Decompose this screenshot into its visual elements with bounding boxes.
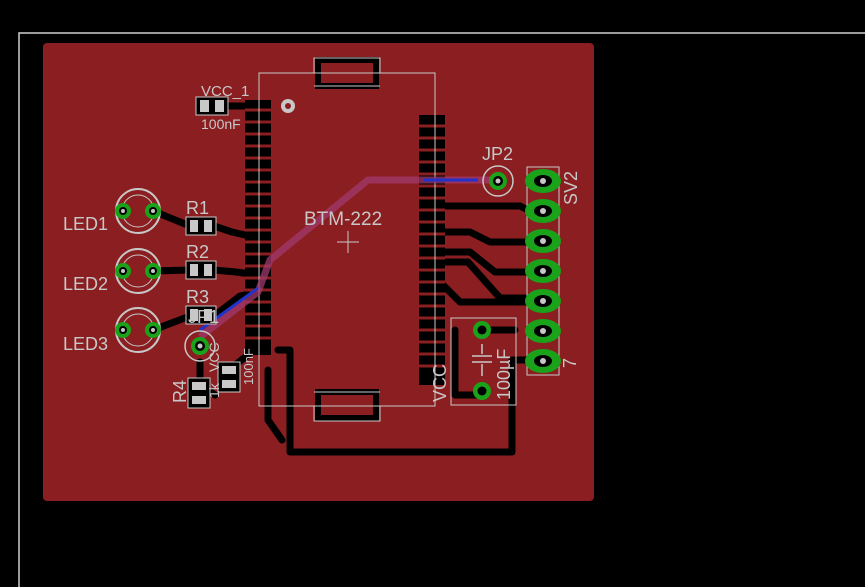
vcc-right-label: VCC: [430, 364, 450, 402]
r2-footprint: [185, 260, 217, 280]
cap-100uf-outline: [450, 317, 517, 406]
cap-left-label: 100nF: [241, 348, 256, 385]
sv2-label: SV2: [561, 171, 581, 205]
jp1-pad: [184, 330, 216, 362]
r2-label: R2: [186, 242, 209, 262]
r4-footprint: [187, 377, 211, 409]
cap-100uf-hole-1: [477, 325, 487, 335]
cap-100uf-hole-2: [477, 386, 487, 396]
cap-top-label: 100nF: [201, 116, 241, 132]
r4-label: R4: [170, 380, 190, 403]
sv2-pins: [525, 169, 561, 373]
ic-left-pads: [245, 100, 271, 355]
sv2-pin7-label: 7: [560, 358, 580, 368]
r1-label: R1: [186, 198, 209, 218]
jp1-center: [197, 343, 203, 349]
vcc-left-label: VCC: [206, 342, 222, 372]
led3-label: LED3: [63, 334, 108, 354]
ic-pad-lines: [245, 108, 445, 368]
jp2-label: JP2: [482, 144, 513, 164]
r3-label: R3: [186, 287, 209, 307]
jp2-pad: [482, 165, 514, 197]
ic-pin1-marker-hole: [285, 103, 291, 109]
led1-label: LED1: [63, 214, 108, 234]
vcc-top-label: VCC_1: [201, 83, 249, 100]
r4-value-label: 1k: [206, 382, 222, 398]
ic-right-pads: [419, 115, 445, 385]
board-outline-frame: [18, 32, 865, 587]
cap-100nf-top-footprint: [195, 96, 229, 116]
r3-footprint: [185, 305, 217, 325]
ic-outline: [258, 72, 436, 407]
jp2-center: [495, 178, 501, 184]
ic-label: BTM-222: [304, 209, 382, 230]
led2-footprint: [115, 248, 161, 294]
led1-footprint: [115, 188, 161, 234]
ic-mount-silk: [313, 57, 381, 422]
led2-label: LED2: [63, 274, 108, 294]
airwire: [197, 176, 496, 340]
jp1-label: JP1: [188, 307, 219, 327]
cap-right-label: 100µF: [494, 349, 514, 400]
ic-origin-cross: [337, 231, 359, 253]
cap-100nf-left-footprint: [217, 361, 241, 393]
cap-100uf-symbol: [472, 344, 492, 376]
r1-footprint: [185, 216, 217, 236]
led3-footprint: [115, 307, 161, 353]
